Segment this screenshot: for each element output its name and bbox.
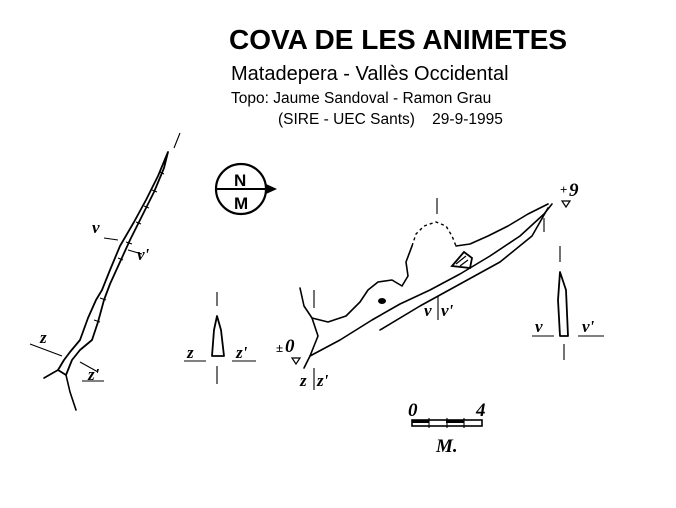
plan-section-v-line xyxy=(103,237,119,241)
scale-start-label: 0 xyxy=(408,400,418,421)
cross-section-v: v v' xyxy=(532,246,604,360)
depth-end-marker-icon xyxy=(560,200,572,209)
plan-passage xyxy=(57,151,169,376)
profile-label-z: z xyxy=(299,371,307,390)
depth-start-sign: ± xyxy=(276,340,283,355)
plan-section-z-line xyxy=(29,343,63,357)
depth-start-value: 0 xyxy=(285,336,295,357)
profile-label-z-prime: z' xyxy=(316,371,329,390)
profile-dashed-ceiling xyxy=(411,221,457,247)
cs-v-label-right: v' xyxy=(582,317,595,336)
depth-end-sign: + xyxy=(560,182,567,197)
plan-entry-mark xyxy=(173,132,181,149)
cs-z-shape xyxy=(211,315,225,357)
profile-entrance-left xyxy=(299,287,319,369)
plan-view: v v' z z' xyxy=(29,132,181,411)
profile-floor xyxy=(309,203,553,357)
cs-v-shape xyxy=(557,271,569,337)
scale-end-label: 4 xyxy=(475,400,486,421)
profile-label-v-prime: v' xyxy=(441,301,454,320)
plan-passage-ticks xyxy=(93,171,165,323)
plan-section-z-line-2 xyxy=(79,361,99,373)
profile-roof xyxy=(455,203,549,247)
cross-section-z: z z' xyxy=(184,292,256,384)
profile-label-v: v xyxy=(424,301,432,320)
profile-boulder-hatch xyxy=(455,255,469,267)
north-label-m: M xyxy=(234,194,248,213)
cs-z-label-left: z xyxy=(186,343,194,362)
scale-unit-label: M. xyxy=(435,436,458,457)
north-arrow-icon: N M xyxy=(214,162,277,216)
cs-z-label-right: z' xyxy=(235,343,248,362)
plan-label-v-prime: v' xyxy=(137,245,150,264)
profile-rock-icon xyxy=(378,298,386,304)
depth-start-marker-icon xyxy=(290,357,302,366)
profile-upper-wall xyxy=(311,245,413,323)
plan-label-v: v xyxy=(92,218,100,237)
profile-view: v v' z z' ± 0 + 9 xyxy=(276,180,579,390)
scale-bar: 0 4 M. xyxy=(408,400,486,457)
plan-rim-right xyxy=(65,374,77,411)
scale-segment-3 xyxy=(446,420,464,423)
plan-rim-left xyxy=(43,369,59,379)
cs-v-label-left: v xyxy=(535,317,543,336)
surveyors-text: Topo: Jaume Sandoval - Ramon Grau xyxy=(231,90,491,107)
plan-label-z: z xyxy=(39,328,47,347)
north-label-n: N xyxy=(234,171,246,190)
plan-label-z-prime: z' xyxy=(87,365,100,384)
depth-end-value: 9 xyxy=(569,180,579,201)
scale-segment-1 xyxy=(412,420,430,423)
plan-section-v-line-2 xyxy=(127,249,143,255)
profile-floor-inner xyxy=(379,207,549,331)
location-text: Matadepera - Vallès Occidental xyxy=(231,63,509,85)
page-title: COVA DE LES ANIMETES xyxy=(229,24,567,55)
group-date-text: (SIRE - UEC Sants) 29-9-1995 xyxy=(278,111,503,128)
profile-boulder-icon xyxy=(450,250,473,269)
